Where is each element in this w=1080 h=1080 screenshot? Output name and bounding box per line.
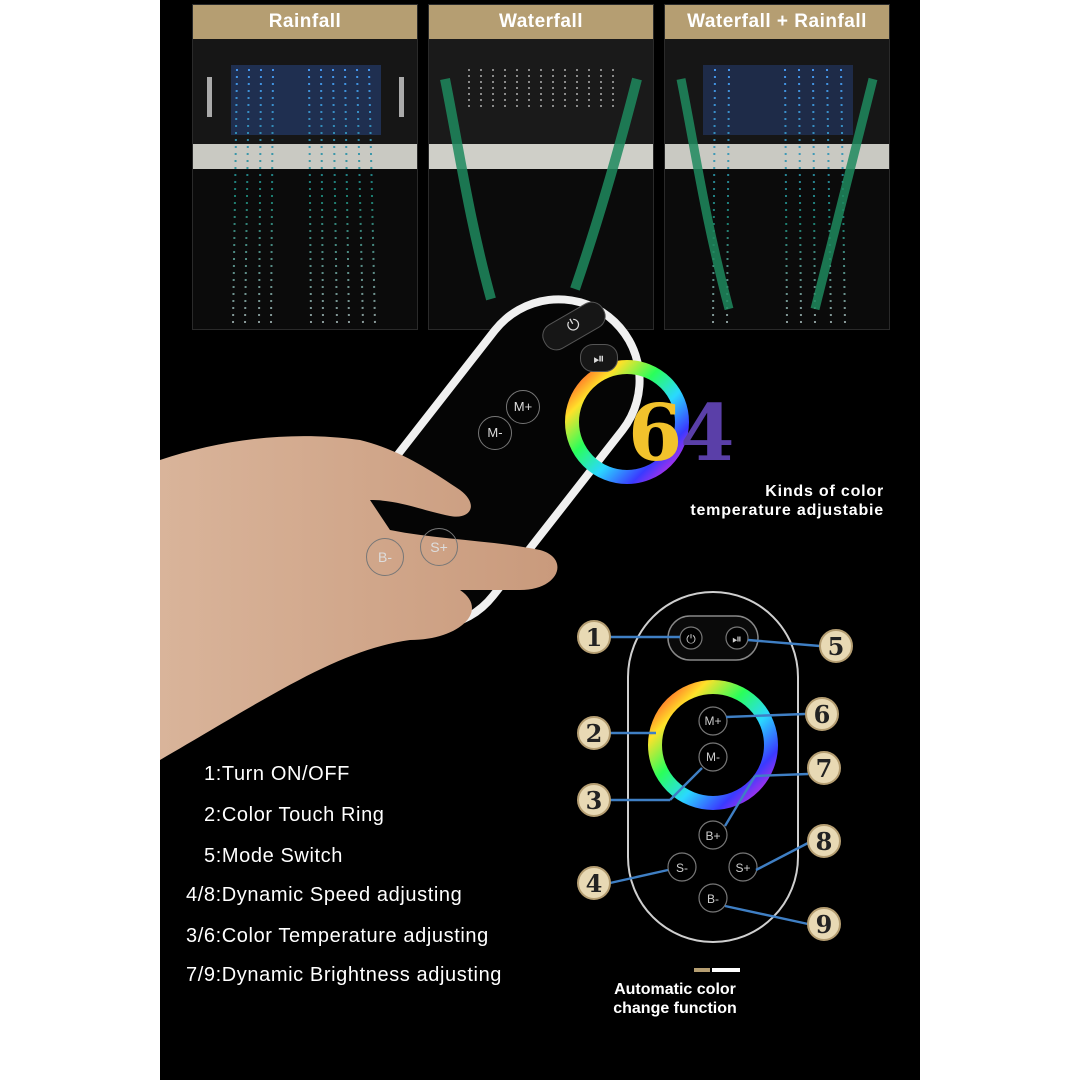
callout-7: 7 bbox=[816, 754, 833, 783]
feature-item: 2:Color Touch Ring bbox=[204, 804, 385, 826]
mode-card-rainfall: Rainfall bbox=[192, 4, 418, 330]
mode-label: Rainfall bbox=[193, 5, 417, 39]
color-ring-photo bbox=[562, 357, 692, 487]
auto-line-1: Automatic color bbox=[614, 981, 736, 998]
feature-item: 5:Mode Switch bbox=[204, 845, 343, 867]
diagram-mode-down-label: M- bbox=[706, 750, 720, 764]
accent-mark bbox=[694, 968, 710, 972]
mode-card-waterfall: Waterfall bbox=[428, 4, 654, 330]
callout-2: 2 bbox=[586, 719, 603, 748]
diagram-play-pause-icon: ⏯ bbox=[732, 632, 742, 646]
caption-line-2: temperature adjustabie bbox=[690, 502, 884, 519]
feature-item: 1:Turn ON/OFF bbox=[204, 763, 350, 785]
callout-5: 5 bbox=[828, 632, 845, 661]
callout-9: 9 bbox=[816, 910, 833, 939]
speed-up-button-photo[interactable]: S+ bbox=[420, 528, 458, 566]
callout-6: 6 bbox=[814, 700, 831, 729]
color-count-caption: Kinds of color temperature adjustabie bbox=[520, 482, 884, 520]
diagram-speed-up-label: S+ bbox=[735, 861, 750, 875]
diagram-power-icon: ⏻ bbox=[686, 632, 696, 646]
diagram-brightness-down-label: B- bbox=[707, 892, 719, 906]
play-pause-button-photo[interactable]: ⏯ bbox=[580, 344, 618, 372]
waterfall-rainfall-image bbox=[665, 39, 889, 325]
feature-item: 3/6:Color Temperature adjusting bbox=[186, 925, 489, 947]
feature-item: 4/8:Dynamic Speed adjusting bbox=[186, 884, 463, 906]
callout-4: 4 bbox=[586, 869, 603, 898]
callout-3: 3 bbox=[586, 786, 603, 815]
caption-line-1: Kinds of color bbox=[765, 483, 884, 500]
color-count-headline: 64 bbox=[628, 395, 735, 473]
auto-line-2: change function bbox=[613, 1000, 737, 1017]
mode-label: Waterfall bbox=[429, 5, 653, 39]
waterfall-image bbox=[429, 39, 653, 301]
remote-diagram: ⏻ ⏯ M+ M- B+ S- S+ B- 1 2 3 4 5 6 7 8 9 bbox=[577, 591, 853, 943]
diagram-mode-up-label: M+ bbox=[704, 714, 721, 728]
diagram-speed-down-label: S- bbox=[676, 861, 688, 875]
mode-down-button-photo[interactable]: M- bbox=[478, 416, 512, 450]
mode-card-waterfall-rainfall: Waterfall + Rainfall bbox=[664, 4, 890, 330]
digit-four: 4 bbox=[680, 388, 734, 479]
callout-1: 1 bbox=[586, 623, 603, 652]
rainfall-image bbox=[193, 39, 417, 325]
mode-up-button-photo[interactable]: M+ bbox=[506, 390, 540, 424]
diagram-brightness-up-label: B+ bbox=[705, 829, 720, 843]
auto-color-caption: Automatic color change function bbox=[560, 980, 790, 1018]
brightness-down-button-photo[interactable]: B- bbox=[366, 538, 404, 576]
accent-mark bbox=[712, 968, 740, 972]
product-panel: Rainfall Waterfall bbox=[160, 0, 920, 1080]
color-ring bbox=[565, 360, 689, 484]
feature-item: 7/9:Dynamic Brightness adjusting bbox=[186, 964, 503, 986]
callout-8: 8 bbox=[816, 827, 833, 856]
mode-label: Waterfall + Rainfall bbox=[665, 5, 889, 39]
digit-six: 6 bbox=[628, 388, 682, 479]
